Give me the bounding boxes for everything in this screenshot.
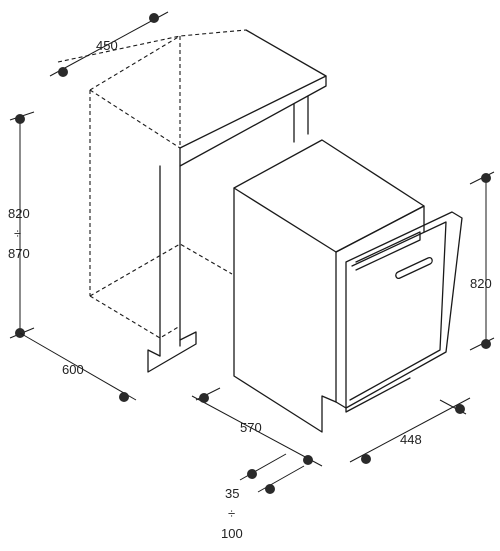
dishwasher-side-panel <box>233 187 337 433</box>
dashed-top-left <box>89 35 181 91</box>
label-cabinet-depth: 600 <box>62 362 84 377</box>
dishwasher-door <box>345 211 463 409</box>
dim-line-448 <box>349 397 471 463</box>
dim-line-450 <box>49 11 169 77</box>
dimension-lines <box>9 11 495 494</box>
countertop-front-edge <box>179 75 327 167</box>
dim-marker-448-start <box>361 454 371 464</box>
control-panel-strip <box>355 231 421 271</box>
dim-marker-450-end <box>149 13 159 23</box>
label-plinth-max: 100 <box>221 526 243 541</box>
label-appliance-height: 820 <box>470 276 492 291</box>
dim-line-plinth-lower <box>257 465 305 493</box>
label-appliance-depth: 570 <box>240 420 262 435</box>
kitchen-cabinet <box>147 29 327 373</box>
dim-line-600 <box>19 332 137 401</box>
dim-marker-450-start <box>58 67 68 77</box>
dishwasher <box>233 139 463 433</box>
dashed-top-outline <box>57 29 247 63</box>
cabinet-hidden-volume <box>57 29 247 339</box>
label-cabinet-height-max: 870 <box>8 246 30 261</box>
label-plinth-range-symbol: ÷ <box>228 506 235 521</box>
dishwasher-top-face <box>233 139 425 253</box>
dim-marker-plinth-upper <box>247 469 257 479</box>
dim-marker-820-right-bottom <box>481 339 491 349</box>
dim-marker-448-end <box>455 404 465 414</box>
dim-marker-570-end <box>303 455 313 465</box>
countertop-top-face <box>179 29 327 149</box>
dashed-floor-rear <box>89 243 233 297</box>
dim-line-570 <box>191 395 323 467</box>
door-handle <box>395 256 433 280</box>
dim-marker-820-right-top <box>481 173 491 183</box>
dimension-labels: 450 820 ÷ 870 600 570 448 820 35 ÷ 100 <box>8 38 492 541</box>
dishwasher-plinth <box>335 377 411 413</box>
dim-line-plinth-upper <box>239 453 287 481</box>
label-cabinet-width: 450 <box>96 38 118 53</box>
dashed-bottom-outline <box>89 295 181 339</box>
dim-marker-plinth-lower <box>265 484 275 494</box>
label-cabinet-height-min: 820 <box>8 206 30 221</box>
plinth-recess <box>147 331 197 373</box>
dashed-mid-outline <box>89 89 181 149</box>
dim-marker-820-870-top <box>15 114 25 124</box>
label-plinth-min: 35 <box>225 486 239 501</box>
dim-marker-600 <box>119 392 129 402</box>
dim-marker-570-start <box>199 393 209 403</box>
dishwasher-door-inner-edge <box>349 221 447 401</box>
label-appliance-width: 448 <box>400 432 422 447</box>
label-height-range-symbol: ÷ <box>14 226 21 241</box>
dishwasher-front-frame <box>335 205 425 253</box>
